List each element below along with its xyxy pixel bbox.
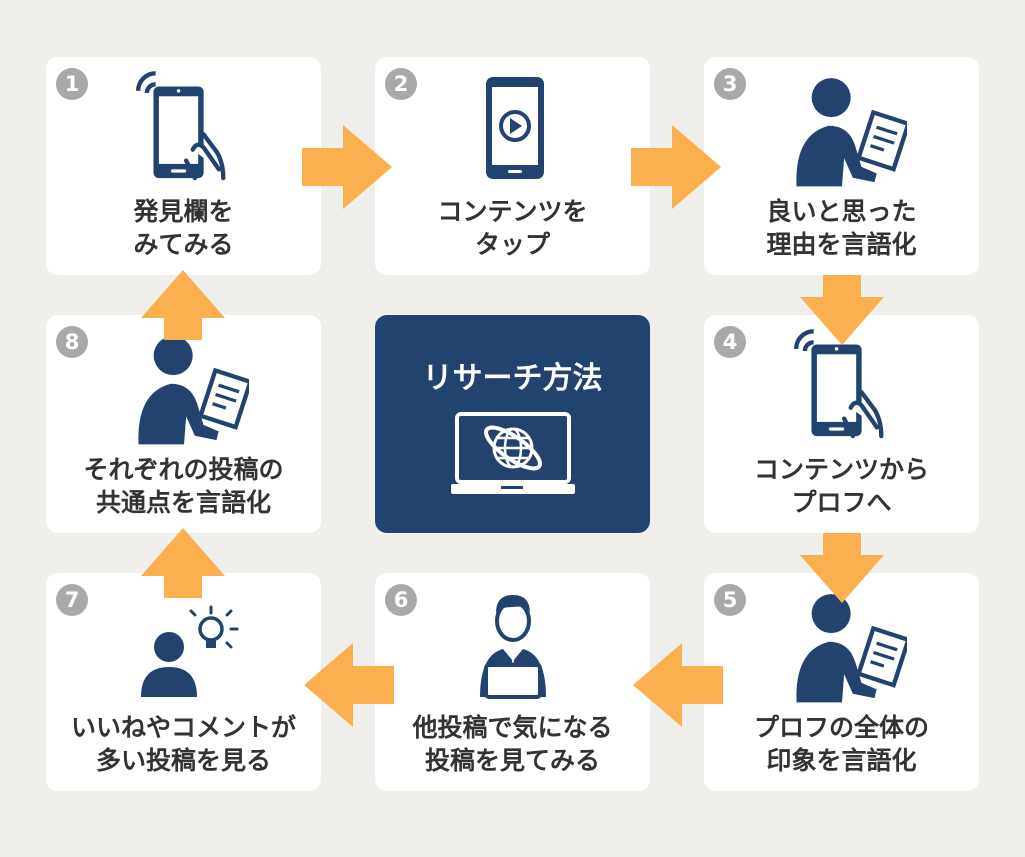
step-card-1: 1 発見欄をみてみる (46, 57, 321, 275)
arrow-right-1-2 (302, 125, 392, 209)
arrow-left-6-7 (304, 643, 394, 727)
step-number-badge: 2 (385, 68, 417, 100)
arrow-down-3-4 (800, 275, 884, 345)
step-card-5: 5 プロフの全体の印象を言語化 (704, 573, 979, 791)
phone-hand-icon (704, 327, 979, 447)
step-number-badge: 5 (714, 584, 746, 616)
phone-play-icon (375, 69, 650, 189)
step-label: コンテンツをタップ (437, 197, 588, 259)
step-label: 他投稿で気になる投稿を見てみる (412, 713, 613, 775)
step-card-7: 7 いいねやコメントが多い投稿を見る (46, 573, 321, 791)
step-label: いいねやコメントが多い投稿を見る (70, 713, 296, 775)
arrow-up-8-1 (141, 270, 225, 340)
step-number-badge: 8 (56, 326, 88, 358)
step-number-badge: 1 (56, 68, 88, 100)
step-label: プロフの全体の印象を言語化 (753, 713, 929, 775)
person-idea-icon (46, 585, 321, 705)
step-label: それぞれの投稿の共通点を言語化 (83, 455, 284, 517)
phone-hand-icon (46, 69, 321, 189)
arrow-up-7-8 (141, 528, 225, 598)
person-laptop-icon (375, 585, 650, 705)
step-number-badge: 4 (714, 326, 746, 358)
diagram-title: リサーチ方法 (422, 361, 603, 396)
step-label: 発見欄をみてみる (133, 197, 234, 259)
laptop-globe-icon (451, 412, 575, 494)
step-card-6: 6 他投稿で気になる投稿を見てみる (375, 573, 650, 791)
step-label: 良いと思った理由を言語化 (766, 197, 917, 259)
step-label: コンテンツからプロフへ (753, 455, 929, 517)
person-writing-icon (704, 69, 979, 189)
center-title-box: リサーチ方法 (375, 315, 650, 533)
arrow-right-2-3 (631, 125, 721, 209)
step-card-8: 8 それぞれの投稿の共通点を言語化 (46, 315, 321, 533)
step-number-badge: 7 (56, 584, 88, 616)
step-number-badge: 6 (385, 584, 417, 616)
step-card-3: 3 良いと思った理由を言語化 (704, 57, 979, 275)
step-card-2: 2 コンテンツをタップ (375, 57, 650, 275)
step-card-4: 4 コンテンツからプロフへ (704, 315, 979, 533)
arrow-left-5-6 (633, 643, 723, 727)
arrow-down-4-5 (800, 533, 884, 603)
step-number-badge: 3 (714, 68, 746, 100)
person-writing-icon (704, 585, 979, 705)
person-writing-icon (46, 327, 321, 447)
